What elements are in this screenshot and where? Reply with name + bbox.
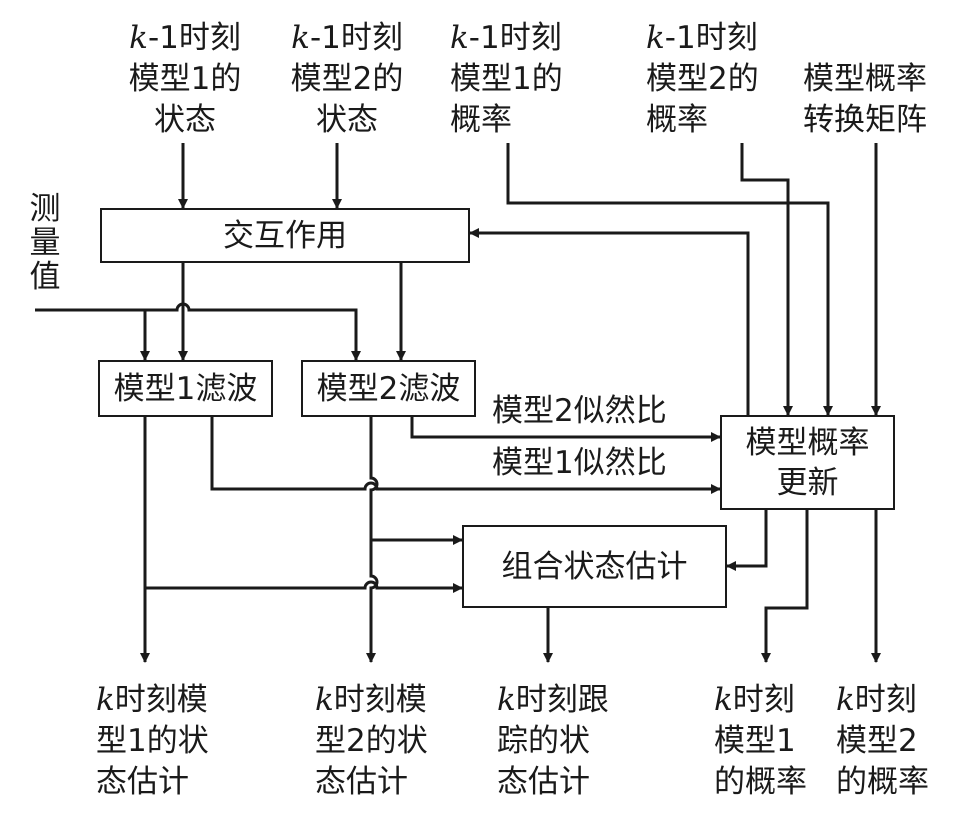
input-model2-probability: k-1时刻 模型2的 概率: [646, 20, 759, 138]
input-measurement: 测 量 值: [29, 191, 61, 295]
arrow-prob1-to-update: [506, 143, 833, 416]
arrow-filter1-to-combine: [145, 580, 463, 593]
model1-filter-block: 模型1滤波: [98, 360, 273, 417]
arrow-likelihood2: [410, 417, 721, 442]
likelihood1-label: 模型1似然比: [492, 445, 667, 481]
model2-filter-block: 模型2滤波: [301, 360, 476, 417]
output-track-estimate: k时刻跟 踪的状 态估计: [497, 682, 609, 800]
arrow-update-to-combine: [726, 510, 768, 571]
interaction-block: 交互作用: [100, 208, 470, 263]
input-transition-matrix: 模型概率 转换矩阵: [803, 61, 927, 138]
arrow-likelihood1: [210, 417, 721, 494]
probability-update-block: 模型概率 更新: [720, 415, 895, 510]
arrow-prob2-to-update: [740, 143, 793, 416]
arrow-update-to-interaction: [469, 228, 750, 415]
output-model2-estimate: k时刻模 型2的状 态估计: [315, 682, 428, 800]
output-model2-probability: k时刻 模型2 的概率: [836, 682, 929, 800]
likelihood2-label: 模型2似然比: [492, 393, 667, 429]
combined-estimate-block: 组合状态估计: [462, 525, 727, 608]
input-model1-state: k-1时刻 模型1的 状态: [128, 20, 242, 138]
input-model1-probability: k-1时刻 模型1的 概率: [450, 20, 563, 138]
arrow-update-to-prob1: [761, 510, 809, 663]
output-model1-probability: k时刻 模型1 的概率: [714, 682, 807, 800]
input-model2-state: k-1时刻 模型2的 状态: [290, 20, 404, 138]
output-model1-estimate: k时刻模 型1的状 态估计: [96, 682, 209, 800]
measurement-line: [35, 302, 361, 361]
